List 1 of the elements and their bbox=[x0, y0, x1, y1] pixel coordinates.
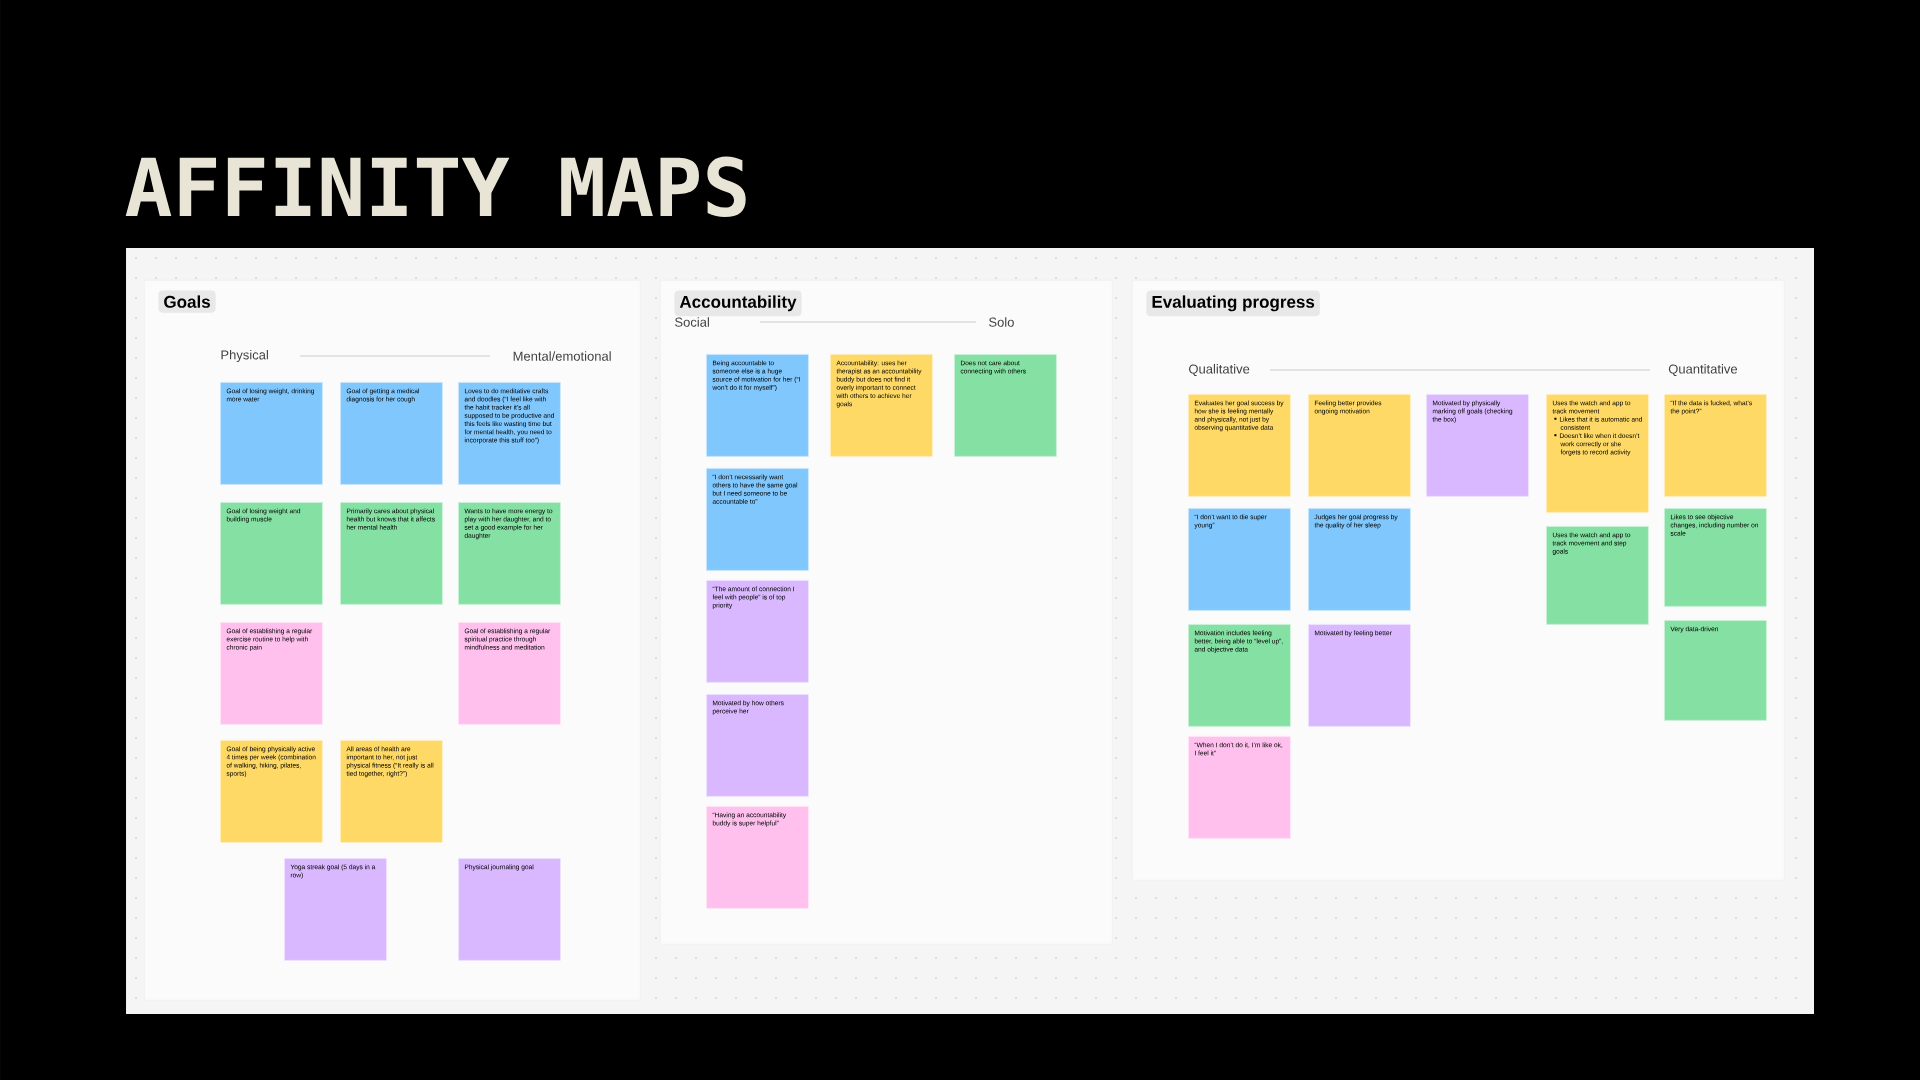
slide-title: AFFINITY MAPS bbox=[125, 156, 746, 218]
